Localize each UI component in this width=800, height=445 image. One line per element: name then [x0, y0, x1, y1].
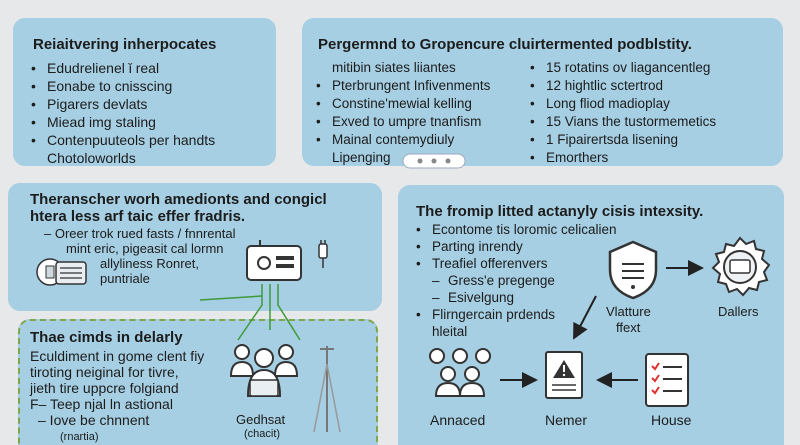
panel-middle-left-line: puntriale: [100, 271, 150, 286]
flow-arrows: [500, 260, 704, 388]
list-item: Contenpuuteols per handts: [29, 131, 215, 149]
list-item: 1 Fipairertsda lisening: [528, 131, 716, 149]
checklist-icon: [644, 352, 690, 413]
arrow-shield-to-document: [573, 295, 597, 340]
dallers-label: Dallers: [718, 304, 759, 319]
antenna-tower-icon: [310, 344, 344, 439]
people-group-icon: [228, 336, 300, 411]
list-item: Parting inrendy: [414, 238, 617, 255]
workers-group-icon: [424, 346, 496, 403]
panel-right-large: The fromip litted actanyly cisis intexsi…: [398, 185, 784, 445]
ffext-label: ffext: [616, 320, 641, 335]
list-item: Flirngercain prdends: [414, 306, 617, 323]
panel-bottom-left-line: tiroting neiginal for tivre,: [30, 364, 179, 380]
panel-right-large-list: Econtome tis loromic celicalien Parting …: [414, 221, 617, 340]
list-item: Miead img staling: [29, 113, 215, 131]
seal-badge-icon: [708, 236, 772, 305]
people-group-sublabel: (chacit): [244, 428, 281, 440]
panel-bottom-left-line: Eculdiment in gome clent fiy: [30, 348, 205, 364]
warning-document-icon: [544, 350, 584, 405]
panel-top-left-title: Reiaitvering inherpocates: [33, 36, 217, 53]
list-item: Pigarers devlats: [29, 95, 215, 113]
annaced-label: Annaced: [430, 412, 486, 428]
list-item: mitibin siates liiantes: [332, 60, 456, 75]
panel-top-right: Pergermnd to Gropencure cluirtermented p…: [302, 18, 783, 169]
panel-middle-left-line: allyliness Ronret,: [100, 256, 199, 271]
panel-top-right-right-list: 15 rotatins ov liagancentleg 12 hightlic…: [528, 59, 716, 167]
people-group-label: Gedhsat: [236, 412, 286, 427]
list-item: Edudrelienel ǐ real: [29, 59, 215, 77]
list-item: Constine'mewial kelling: [314, 95, 490, 113]
panel-right-large-title: The fromip litted actanyly cisis intexsi…: [416, 203, 704, 220]
panel-top-left: Reiaitvering inherpocates Edudrelienel ǐ…: [13, 18, 276, 166]
panel-bottom-left-line: F– Teep njal ln astional: [30, 396, 173, 412]
list-item: 12 hightlic sctertrod: [528, 77, 716, 95]
house-label: House: [651, 412, 692, 428]
panel-bottom-left-title: Thae cimds in delarly: [30, 329, 183, 346]
panel-middle-left-line: – Oreer trok rued fasts / fnnrental: [44, 226, 236, 241]
list-item: hleital: [432, 324, 468, 339]
panel-bottom-left-line: (rnartia): [60, 431, 99, 443]
list-item: Lipenging: [332, 150, 391, 165]
vature-label: Vlatture: [606, 304, 651, 319]
list-item: Esivelgung: [414, 289, 617, 306]
ellipsis-bubble-icon: [402, 152, 470, 177]
nemer-label: Nemer: [545, 412, 588, 428]
list-item: Chotoloworlds: [47, 150, 136, 166]
list-item: Pterbrungent Infivenments: [314, 77, 490, 95]
list-item: 15 Vians the tustormemetics: [528, 113, 716, 131]
cable-plug-icon: [315, 240, 331, 273]
shield-icon: [606, 240, 660, 305]
list-item: Mainal contemydiuly: [314, 131, 490, 149]
green-connector-lines: [199, 284, 301, 341]
router-device-icon: [244, 238, 304, 291]
list-item: Long fliod madioplay: [528, 95, 716, 113]
panel-top-right-title: Pergermnd to Gropencure cluirtermented p…: [318, 36, 692, 53]
list-item: Exved to umpre tnanfism: [314, 113, 490, 131]
panel-middle-left-title-line1: Theranscher worh amedionts and congicl: [30, 191, 327, 208]
list-item: Emorthers: [528, 149, 716, 167]
panel-middle-left-line: mint eric, pigeasit cal lormn: [66, 241, 224, 256]
list-item: Eonabe to cnisscing: [29, 77, 215, 95]
panel-bottom-left-line: jieth tire uppcre folgiand: [30, 380, 179, 396]
list-item: Treafiel offerenvers: [414, 255, 617, 272]
panel-bottom-left-line: – Iove be chnnent: [38, 412, 150, 428]
panel-top-right-left-list: mitibin siates liiantes Pterbrungent Inf…: [314, 59, 490, 167]
panel-middle-left-title-line2: htera less arf taic effer fradris.: [30, 208, 246, 225]
list-item: Gress'e pregenge: [414, 272, 617, 289]
panel-bottom-left: Thae cimds in delarly Eculdiment in gome…: [18, 319, 378, 445]
device-panel-icon: [36, 252, 90, 299]
panel-top-left-list: Edudrelienel ǐ real Eonabe to cnisscing …: [29, 59, 215, 167]
list-item: 15 rotatins ov liagancentleg: [528, 59, 716, 77]
list-item: Econtome tis loromic celicalien: [414, 221, 617, 238]
